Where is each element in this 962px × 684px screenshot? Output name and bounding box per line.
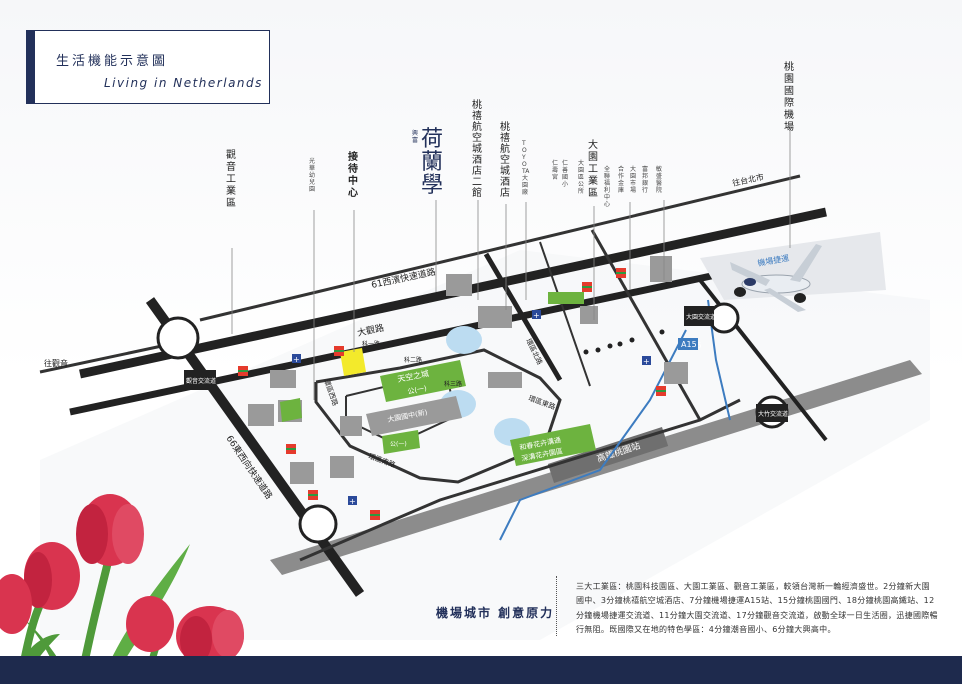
guoling-block — [478, 306, 512, 328]
road-ke1-label: 科一路 — [362, 340, 380, 348]
label-brand-small: 興富 — [412, 130, 419, 144]
label-dayuan-industrial: 大園工業區 — [588, 140, 598, 199]
711-icon — [582, 282, 592, 292]
dazhu-ic-tag — [756, 404, 788, 422]
description-text: 三大工業區：桃園科技園區、大園工業區、觀音工業區，較領台灣新一輪經濟盛世。2分鐘… — [576, 582, 938, 634]
page-subtitle: Living in Netherlands — [104, 76, 263, 90]
711-icon — [656, 386, 666, 396]
school-new-block — [366, 396, 462, 436]
park-label: 公(一) — [407, 384, 428, 396]
711-icon — [370, 510, 380, 520]
guanyin-ic-label: 觀音交流道 — [186, 377, 216, 385]
zhongshan-elem-block — [650, 256, 672, 282]
guanyin-ic-tag — [184, 370, 216, 390]
road-dazhun — [69, 268, 731, 416]
svg-text:+: + — [349, 497, 356, 506]
dazhu-ic-label: 大竹交流道 — [758, 410, 788, 418]
poi-dots — [583, 329, 665, 355]
dazhu-elem-block — [664, 362, 688, 384]
slogan: 機場城市 創意原力 — [436, 606, 555, 620]
leader-lines — [231, 128, 791, 400]
flower-park-block — [510, 424, 596, 466]
road-bottom — [299, 398, 741, 562]
svg-text:+: + — [293, 355, 300, 364]
park-small-label: 公(一) — [390, 441, 407, 448]
metro-line-b — [499, 329, 687, 541]
711-icon — [286, 444, 296, 454]
label-dayuan-office: 大園區公所 — [578, 160, 585, 195]
dazhu-school-block — [270, 370, 296, 388]
title-card-accent — [26, 30, 35, 104]
tulip-icon — [0, 494, 244, 684]
gov-block — [580, 306, 598, 324]
label-kindergarten: 光華幼兒園 — [309, 158, 316, 193]
page-title: 生活機能示意圖 — [56, 54, 169, 69]
title-card — [26, 30, 270, 104]
dayuan-ic-label: 大園交流道 — [686, 313, 716, 321]
svg-text:+: + — [643, 357, 650, 366]
label-market: 大園市場 — [630, 166, 637, 194]
label-hospital: 敏盛醫院 — [656, 166, 663, 194]
711-icon — [334, 346, 344, 356]
road-ke3-label: 科三路 — [444, 380, 462, 388]
label-temple: 仁壽宮 — [552, 160, 559, 181]
road-ke2-label: 科二路 — [404, 356, 422, 364]
road-huanbei — [483, 252, 563, 382]
label-airport: 桃園國際機場 — [784, 62, 794, 133]
dayuan-ic-tag — [684, 306, 714, 326]
road-guanyin-dir: 往觀音 — [44, 358, 68, 368]
guanyin-ic-circle — [156, 316, 200, 360]
ke-school-block — [488, 372, 522, 388]
a15-badge-label: A15 — [681, 340, 697, 349]
road-zhongshan — [590, 229, 702, 421]
project-block — [380, 360, 466, 402]
map-ground — [40, 250, 930, 640]
hospital-icon: + — [532, 310, 541, 320]
label-toyota: TOYOTA大園廠 — [522, 140, 530, 196]
label-guanyin-industrial: 觀音工業區 — [226, 150, 236, 209]
hwy66-ic-circle — [298, 504, 338, 544]
label-school: 仁善國小 — [562, 160, 569, 188]
market-green-block — [548, 292, 584, 304]
label-fubang: 富邦銀行 — [642, 166, 649, 194]
jiaxing-park — [280, 398, 302, 422]
yellow-plot-1 — [340, 348, 366, 376]
haihu-school-block — [248, 404, 274, 426]
xinhai-school-block — [290, 462, 314, 484]
label-bank: 合作金庫 — [618, 166, 625, 194]
label-hotel-2: 桃禧航空城酒店二館 — [472, 100, 482, 199]
footer-band — [0, 656, 962, 684]
label-hotel: 桃禧航空城酒店 — [500, 122, 510, 199]
label-reception: 接待中心 — [348, 152, 358, 199]
road-upper — [199, 174, 801, 322]
hsr-station-block — [547, 426, 669, 484]
airplane-icon — [730, 244, 822, 312]
svg-text:+: + — [533, 311, 540, 320]
711-icon — [616, 268, 626, 278]
gov-school-block — [340, 416, 362, 436]
hospital-icon: + — [642, 356, 651, 366]
civic-block — [446, 274, 472, 296]
711-icon — [308, 490, 318, 500]
a15-badge — [678, 338, 698, 350]
description-divider — [556, 576, 558, 636]
pond-1 — [446, 326, 482, 354]
label-pxmart: 全聯福利中心 — [604, 166, 611, 208]
road-minor-a — [539, 241, 591, 387]
hospital-icon: + — [292, 354, 301, 364]
dayuan-sch-block — [330, 456, 354, 478]
711-icon — [238, 366, 248, 376]
label-brand: 荷蘭學 — [421, 127, 444, 198]
park-small-block — [382, 430, 420, 454]
hospital-icon: + — [348, 496, 357, 506]
